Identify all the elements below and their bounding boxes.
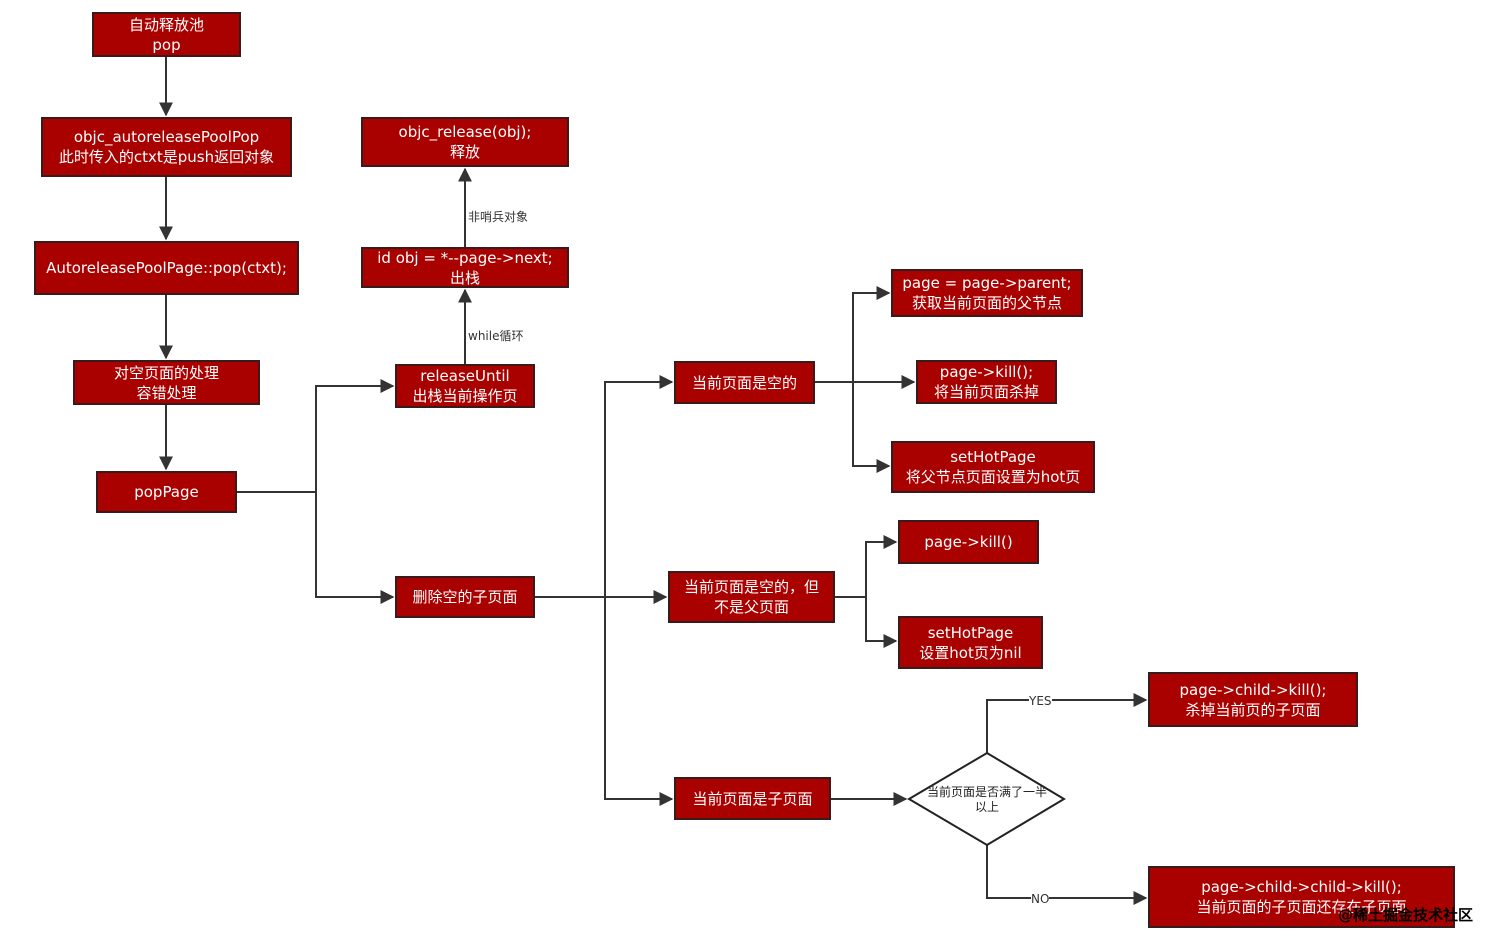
- node-line: id obj = *--page->next;: [377, 248, 553, 267]
- node-delete-empty-child: 删除空的子页面: [395, 576, 535, 618]
- node-line: 自动释放池: [128, 15, 204, 34]
- edge-decision-yes: [986, 693, 1148, 753]
- node-line: 出栈当前操作页: [412, 387, 518, 405]
- edge-to-set-hot-nil: [865, 597, 898, 648]
- edge-to-page-parent: [852, 286, 891, 382]
- node-line: setHotPage: [950, 448, 1036, 466]
- decision-diamond: [907, 751, 1066, 847]
- node-id-obj-next: id obj = *--page->next; 出栈: [361, 247, 569, 288]
- node-line: 设置hot页为nil: [919, 643, 1022, 662]
- node-child-kill: page->child->kill(); 杀掉当前页的子页面: [1148, 672, 1358, 727]
- node-current-page-empty: 当前页面是空的: [674, 361, 815, 404]
- edge-label-while-loop: while循环: [468, 329, 524, 343]
- node-line: 释放: [449, 143, 480, 161]
- node-line: 当前页面是空的，但: [683, 578, 819, 596]
- node-line: 获取当前页面的父节点: [911, 294, 1062, 312]
- node-line: 当前页面是空的: [691, 373, 797, 392]
- node-line: 将父节点页面设置为hot页: [905, 468, 1081, 486]
- node-page-kill: page->kill(); 将当前页面杀掉: [916, 360, 1057, 404]
- node-pop-page: popPage: [96, 471, 237, 513]
- node-child-child-kill: page->child->child->kill(); 当前页面的子页面还存在子…: [1148, 866, 1455, 928]
- node-line: page = page->parent;: [902, 274, 1072, 292]
- node-line: 杀掉当前页的子页面: [1185, 700, 1321, 719]
- node-page-parent: page = page->parent; 获取当前页面的父节点: [891, 269, 1083, 317]
- node-line: AutoreleasePoolPage::pop(ctxt);: [46, 259, 287, 277]
- node-line: pop: [152, 35, 181, 54]
- node-line: objc_autoreleasePoolPop: [73, 128, 260, 146]
- edge-delete-to-current-empty: [604, 375, 674, 597]
- node-empty-page-handling: 对空页面的处理 容错处理: [73, 360, 260, 405]
- node-line: 将当前页面杀掉: [933, 383, 1039, 401]
- edge-delete-to-current-child: [604, 597, 674, 806]
- edge-pop-page-to-release-until: [315, 379, 395, 492]
- edge-label-no: NO: [1031, 892, 1050, 906]
- edge-to-set-hot-parent: [852, 382, 891, 473]
- node-line: 对空页面的处理: [113, 363, 219, 382]
- node-line: objc_release(obj);: [398, 123, 532, 141]
- node-line: 出栈: [449, 268, 480, 287]
- node-line: 删除空的子页面: [412, 588, 518, 606]
- decision-text: 当前页面是否满了一半 以上: [912, 785, 1062, 815]
- node-line: page->kill();: [939, 363, 1034, 381]
- node-set-hot-page-parent: setHotPage 将父节点页面设置为hot页: [891, 441, 1095, 493]
- node-line: releaseUntil: [420, 367, 510, 385]
- node-line: page->child->child->kill();: [1201, 878, 1402, 896]
- node-page-kill-plain: page->kill(): [898, 520, 1039, 564]
- node-autorelease-pool-pop: 自动释放池 pop: [92, 12, 241, 57]
- edge-decision-no: [986, 845, 1148, 905]
- node-page-pop: AutoreleasePoolPage::pop(ctxt);: [34, 241, 299, 295]
- node-current-is-child: 当前页面是子页面: [674, 777, 831, 820]
- node-line: page->child->kill();: [1179, 680, 1327, 699]
- node-objc-autorelease-pool-pop: objc_autoreleasePoolPop 此时传入的ctxt是push返回…: [41, 117, 292, 177]
- node-line: 当前页面的子页面还存在子页面: [1196, 898, 1407, 916]
- node-line: setHotPage: [927, 623, 1014, 642]
- node-objc-release: objc_release(obj); 释放: [361, 117, 569, 167]
- decision-line: 以上: [974, 800, 999, 814]
- node-release-until: releaseUntil 出栈当前操作页: [395, 364, 535, 408]
- node-line: 当前页面是子页面: [692, 789, 813, 808]
- node-line: 此时传入的ctxt是push返回对象: [58, 148, 275, 166]
- node-line: 不是父页面: [713, 598, 789, 616]
- watermark: @稀土掘金技术社区: [1338, 906, 1474, 924]
- edge-pop-page-to-delete-empty: [315, 492, 395, 604]
- edge-label-yes: YES: [1029, 694, 1052, 708]
- edge-to-page-kill-plain: [865, 535, 898, 597]
- node-line: page->kill(): [924, 533, 1013, 551]
- node-empty-not-parent: 当前页面是空的，但 不是父页面: [668, 571, 835, 623]
- edge-label-not-sentinel: 非哨兵对象: [468, 210, 529, 224]
- node-set-hot-page-nil: setHotPage 设置hot页为nil: [898, 616, 1043, 669]
- decision-line: 当前页面是否满了一半: [926, 785, 1047, 799]
- node-line: popPage: [134, 483, 199, 501]
- node-line: 容错处理: [136, 383, 197, 402]
